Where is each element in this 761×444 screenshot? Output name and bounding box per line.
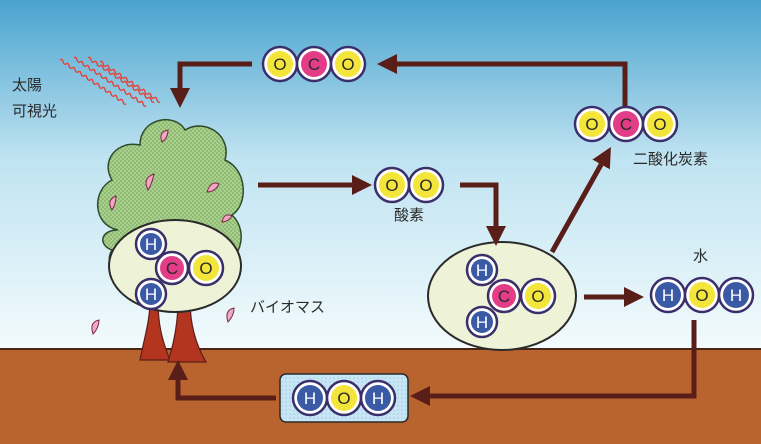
oxygen-atom [331,385,357,411]
sun-label-line1: 太陽 [12,76,43,94]
hydrogen-atom-symbol: H [662,286,674,305]
oxygen-atom-symbol: O [653,115,666,134]
carbon-atom [613,111,639,137]
hydrogen-atom [471,311,493,333]
oxygen-atom [379,172,405,198]
hydrogen-atom-symbol: H [476,261,488,280]
hydrogen-atom [655,282,681,308]
carbon-atom [160,256,184,280]
carbon-atom-symbol: C [498,287,510,306]
hydrogen-atom-symbol: H [372,389,384,408]
oxygen-atom-symbol: O [695,286,708,305]
hydrogen-atom [140,233,162,255]
hydrogen-atom [723,282,749,308]
water-label: 水 [693,247,709,265]
hydrogen-atom [140,283,162,305]
oxygen-atom [193,255,219,281]
hydrogen-atom [365,385,391,411]
molecule-biomass-decomposition: H HC O [465,253,557,339]
cycle-arrows [168,54,697,406]
oxygen-atom [267,51,293,77]
hydrogen-atom-symbol: H [476,313,488,332]
oxygen-atom-symbol: O [341,55,354,74]
oxygen-label: 酸素 [394,206,425,224]
oxygen-atom-symbol: O [585,115,598,134]
oxygen-atom-symbol: O [337,389,350,408]
oxygen-atom-symbol: O [273,55,286,74]
oxygen-atom-symbol: O [531,287,544,306]
arrow-box-to-tree [168,360,276,401]
hydrogen-atom-symbol: H [730,286,742,305]
arrow-co2-to-tree [170,61,252,108]
hydrogen-atom-symbol: H [145,235,157,254]
hydrogen-atom-symbol: H [304,389,316,408]
hydrogen-atom [471,259,493,281]
oxygen-atom-symbol: O [419,176,432,195]
sunlight-waves [59,56,161,107]
carbon-atom-symbol: C [308,55,320,74]
molecule-biomass-tree: H HC O [134,227,225,311]
arrow-oxygen-to-decomposition [460,182,506,246]
carbon-atom [301,51,327,77]
biomass-label: バイオマス [250,298,326,316]
oxygen-atom [579,111,605,137]
arrow-decomposition-to-co2 [549,147,611,254]
carbon-atom-symbol: C [620,115,632,134]
oxygen-atom [525,283,551,309]
oxygen-atom-symbol: O [385,176,398,195]
oxygen-atom [413,172,439,198]
arrow-co2-top-from-right [377,54,628,120]
hydrogen-atom-symbol: H [145,285,157,304]
carbon-atom [492,284,516,308]
sun-label-line2: 可視光 [12,102,58,120]
oxygen-atom-symbol: O [199,259,212,278]
oxygen-atom [335,51,361,77]
carbon-atom-symbol: C [166,259,178,278]
hydrogen-atom [297,385,323,411]
oxygen-atom [689,282,715,308]
oxygen-atom [647,111,673,137]
carbon-dioxide-label: 二酸化炭素 [633,150,709,168]
arrow-water-down-to-box [410,320,697,406]
